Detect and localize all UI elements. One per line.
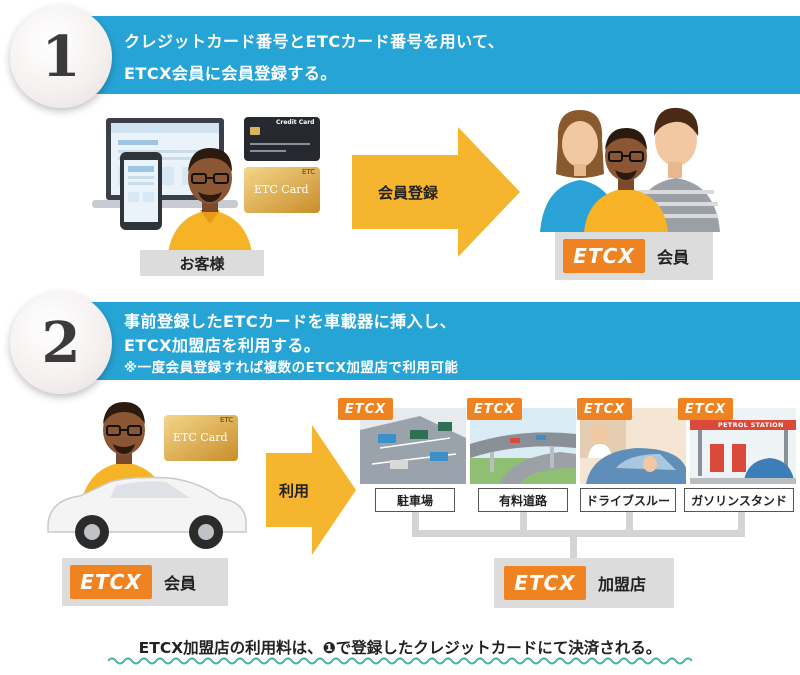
use-arrow-label: 利用 — [278, 482, 309, 500]
member-label-box-2: ETCX 会員 — [62, 558, 228, 606]
shop-label-gas: ガソリンスタンド — [684, 488, 794, 512]
etc-card-chip-label-2: ETC — [220, 416, 234, 424]
car-icon — [47, 476, 247, 549]
member-label-box-1: ETCX 会員 — [555, 232, 713, 280]
shop-badge-drivethru: ETCX — [577, 398, 632, 420]
step2-banner: 事前登録したETCカードを車載器に挿入し、 ETCX加盟店を利用する。 ※一度会… — [54, 302, 800, 380]
shop-badge-gas: ETCX — [678, 398, 733, 420]
member-group-illustration — [540, 107, 720, 232]
parking-lot-icon — [360, 408, 466, 484]
footer-prefix: ETCX加盟店の利用料は、 — [138, 639, 323, 657]
shop-label-toll: 有料道路 — [478, 488, 568, 512]
etcx-logo-2: ETCX — [70, 565, 152, 599]
member-label-2: 会員 — [164, 574, 197, 593]
step2-line1: 事前登録したETCカードを車載器に挿入し、 — [124, 312, 457, 331]
shop-label-parking: 駐車場 — [375, 488, 455, 512]
footer-wave-underline — [108, 657, 692, 665]
step2-number-badge: 2 — [10, 292, 112, 394]
shop-label-drivethru: ドライブスルー — [580, 488, 676, 512]
toll-road-icon — [470, 408, 576, 484]
step1-line2: ETCX会員に会員登録する。 — [124, 64, 337, 83]
member-label-1: 会員 — [657, 248, 690, 267]
credit-card-label: Credit Card — [276, 119, 315, 126]
customer-person-icon — [167, 148, 253, 262]
customer-illustration — [92, 118, 253, 262]
etc-card-label: ETC Card — [254, 183, 309, 196]
petrol-station-sign: PETROL STATION — [718, 421, 784, 429]
driver-car-illustration — [47, 402, 247, 549]
step1-number-badge: 1 — [10, 6, 112, 108]
footer-marker: ❶ — [322, 639, 336, 657]
register-arrow-label: 会員登録 — [377, 184, 438, 202]
drive-thru-icon — [580, 408, 686, 484]
etc-card-chip-label: ETC — [302, 168, 316, 176]
step1-banner: クレジットカード番号とETCカード番号を用いて、 ETCX会員に会員登録する。 — [54, 16, 800, 94]
etcx-logo: ETCX — [563, 239, 645, 273]
gas-station-icon — [690, 408, 796, 484]
credit-card-icon — [244, 117, 320, 161]
etc-card-label-2: ETC Card — [173, 431, 228, 444]
footer-note: ETCX加盟店の利用料は、❶で登録したクレジットカードにて決済される。 — [0, 636, 800, 658]
step2-line2: ETCX加盟店を利用する。 — [124, 336, 321, 355]
shop-badge-parking: ETCX — [338, 398, 393, 420]
customer-label: お客様 — [140, 250, 264, 276]
register-arrow-icon — [352, 127, 520, 257]
affiliate-label: 加盟店 — [598, 575, 647, 594]
shop-badge-toll: ETCX — [467, 398, 522, 420]
member-glasses-man-icon — [584, 128, 668, 232]
use-arrow-icon — [266, 425, 356, 555]
etcx-logo-3: ETCX — [504, 566, 586, 600]
smartphone-icon — [120, 152, 162, 230]
footer-suffix: で登録したクレジットカードにて決済される。 — [335, 639, 662, 657]
etc-card-icon-2 — [164, 415, 238, 461]
step1-line1: クレジットカード番号とETCカード番号を用いて、 — [124, 32, 505, 51]
step2-note: ※一度会員登録すれば複数のETCX加盟店で利用可能 — [124, 360, 459, 376]
affiliate-label-box: ETCX 加盟店 — [494, 558, 674, 608]
connector-lines — [412, 512, 745, 560]
shop-illustrations — [360, 408, 796, 484]
member-woman-icon — [540, 110, 620, 232]
etc-card-icon — [244, 167, 320, 213]
